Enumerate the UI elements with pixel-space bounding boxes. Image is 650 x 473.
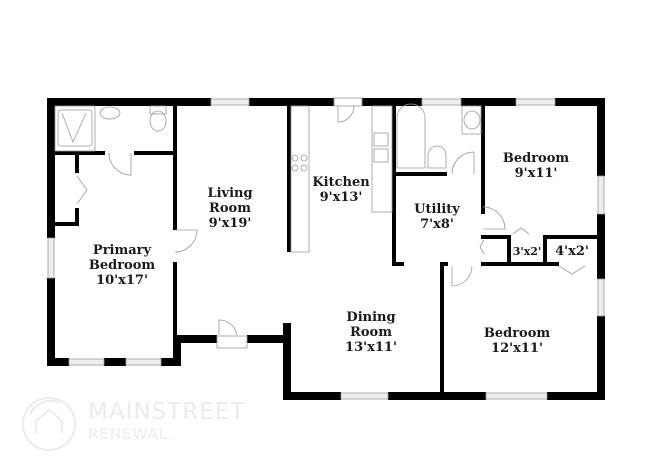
room-bedroom-2: Bedroom 12'x11' xyxy=(467,326,567,356)
room-name-line2: Room xyxy=(209,201,251,216)
room-dining-room: Dining Room 13'x11' xyxy=(321,310,421,355)
room-dimensions: 13'x11' xyxy=(345,340,397,355)
room-dimensions: 12'x11' xyxy=(491,341,543,356)
room-dimensions: 10'x17' xyxy=(96,273,148,288)
room-name-line1: Living xyxy=(207,186,253,201)
room-dimensions: 9'x13' xyxy=(319,190,363,205)
room-bedroom-1: Bedroom 9'x11' xyxy=(486,151,586,181)
room-primary-bedroom: Primary Bedroom 10'x17' xyxy=(72,243,172,288)
room-closet-1: 3'x2' xyxy=(511,244,543,259)
room-dimensions: 3'x2' xyxy=(512,245,542,258)
room-dimensions: 9'x11' xyxy=(514,166,558,181)
room-name-line1: Bedroom xyxy=(483,326,551,341)
room-dimensions: 4'x2' xyxy=(555,244,589,259)
logo-wordmark-line1: MAINSTREET xyxy=(88,399,246,425)
room-kitchen: Kitchen 9'x13' xyxy=(291,175,391,205)
room-name-line1: Kitchen xyxy=(312,175,370,190)
interior-walls xyxy=(55,106,597,396)
house-arrows-icon xyxy=(22,397,76,451)
room-living-room: Living Room 9'x19' xyxy=(180,186,280,231)
room-closet-2: 4'x2' xyxy=(549,244,595,259)
windows xyxy=(47,98,605,400)
fixtures xyxy=(54,103,482,253)
room-dimensions: 7'x8' xyxy=(420,217,454,232)
room-name-line2: Bedroom xyxy=(88,258,156,273)
watermark-logo: MAINSTREET RENEWAL. xyxy=(20,395,260,455)
doors xyxy=(76,97,586,336)
room-name-line2: Room xyxy=(350,325,392,340)
room-name-line1: Bedroom xyxy=(502,151,570,166)
room-name-line1: Dining xyxy=(346,310,396,325)
room-utility: Utility 7'x8' xyxy=(397,202,477,232)
room-name-line1: Utility xyxy=(414,202,460,217)
exterior-walls xyxy=(47,98,605,400)
logo-wordmark-line2: RENEWAL. xyxy=(88,425,174,443)
room-name-line1: Primary xyxy=(92,243,152,258)
room-dimensions: 9'x19' xyxy=(208,216,252,231)
